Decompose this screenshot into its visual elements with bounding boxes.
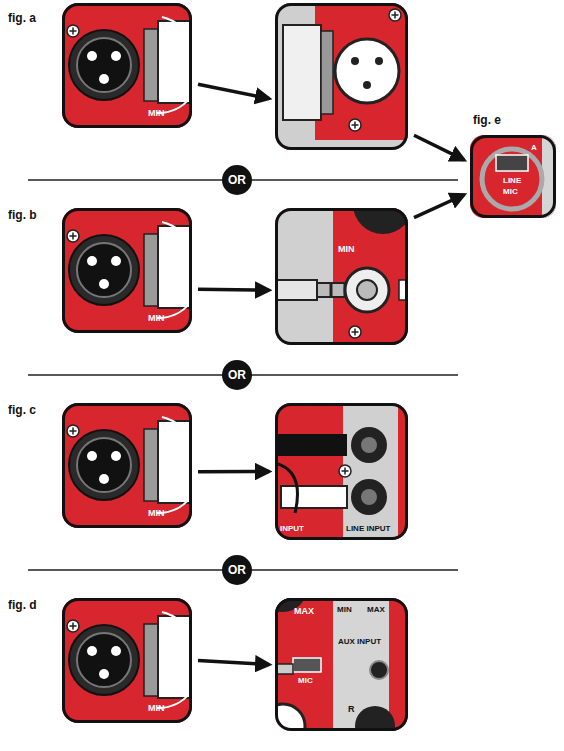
panel-label: INPUT <box>280 525 304 533</box>
panel-box: fig. aMIN <box>62 3 192 128</box>
panel-box: fig. bMIN <box>62 208 192 333</box>
panel-box: MAX MIN MAX AUX INPUT MIC R <box>275 598 408 731</box>
arrow-connector <box>198 84 269 98</box>
arrow-connector <box>198 288 269 292</box>
panel-box: fig. cMIN <box>62 403 192 528</box>
panel-label: MIC <box>503 188 518 196</box>
arrow-connector <box>414 135 464 160</box>
figure-label: fig. c <box>8 404 36 416</box>
panel-label: MIN <box>338 245 355 254</box>
panel-box: fig. dMIN <box>62 598 192 723</box>
or-label: OR <box>228 174 246 186</box>
panel-label: MIN <box>148 509 165 518</box>
figure-label: fig. e <box>473 114 501 126</box>
panel-box <box>275 3 408 150</box>
panel-box: fig. eLINEMICA <box>470 135 556 218</box>
panel-label: AUX INPUT <box>338 638 381 646</box>
panel-label: MAX <box>294 607 314 616</box>
figure-label: fig. d <box>8 599 37 611</box>
or-label: OR <box>228 564 246 576</box>
panel-label: MIN <box>148 704 165 713</box>
arrow-connector <box>414 195 464 218</box>
panel-label: R <box>348 705 355 714</box>
arrow-connector <box>198 661 269 665</box>
panel-label: LINE <box>503 177 521 185</box>
figure-label: fig. a <box>8 12 36 24</box>
panel-box: MIN <box>275 208 408 345</box>
or-label: OR <box>228 369 246 381</box>
arrow-connector <box>198 470 269 474</box>
panel-label: MIN <box>337 606 352 614</box>
figure-label: fig. b <box>8 209 37 221</box>
panel-label: MIN <box>148 314 165 323</box>
panel-label: MAX <box>367 606 385 614</box>
panel-label: LINE INPUT <box>346 525 390 533</box>
panel-label: MIN <box>148 109 165 118</box>
panel-box: INPUT LINE INPUT <box>275 403 408 540</box>
panel-label: MIC <box>298 677 313 685</box>
panel-label: A <box>531 144 537 152</box>
